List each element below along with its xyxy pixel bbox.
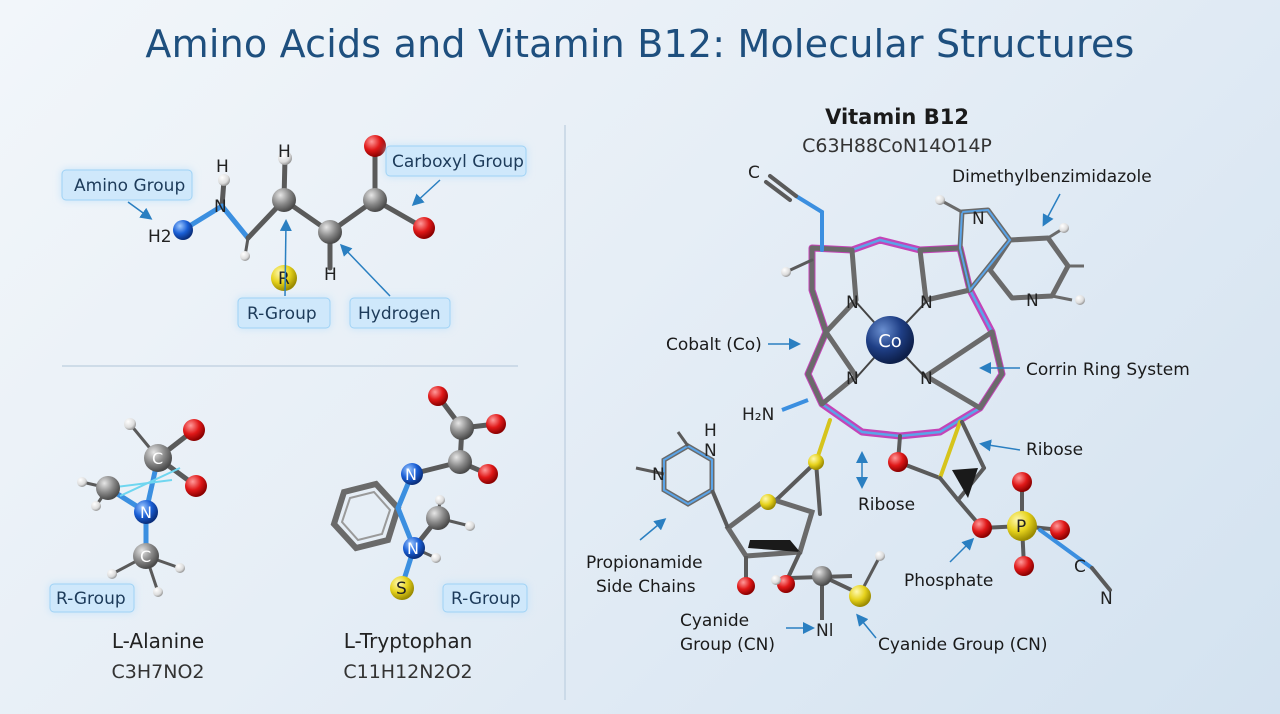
tryptophan-atom-n2: N	[407, 539, 419, 558]
alanine-name: L-Alanine	[112, 629, 204, 653]
b12-label-propionamide-2: Side Chains	[596, 577, 696, 597]
b12-atom-cn-c: C	[1074, 557, 1086, 577]
b12-atom-p: P	[1016, 517, 1026, 537]
b12-atom-h2n: H₂N	[742, 405, 774, 425]
b12-label-ribose-right: Ribose	[1026, 440, 1083, 460]
b12-atom-c-top: C	[748, 163, 760, 183]
b12-label-cobalt: Cobalt (Co)	[666, 335, 762, 355]
b12-label-dimethylbenzimidazole: Dimethylbenzimidazole	[952, 167, 1152, 187]
tryptophan-structure: N N S R-Group L-Tryptophan C11H12N2O2	[330, 386, 528, 683]
b12-atom-n2: N	[920, 293, 933, 313]
tryptophan-name: L-Tryptophan	[344, 629, 473, 653]
b12-label-cyanide-left-1: Cyanide	[680, 611, 749, 631]
alanine-atom-c1: C	[152, 449, 163, 468]
b12-atom-n1: N	[846, 293, 859, 313]
vitamin-b12-structure: Vitamin B12 C63H88CoN14O14P C	[586, 105, 1190, 655]
page-title: Amino Acids and Vitamin B12: Molecular S…	[145, 22, 1135, 66]
b12-label-cyanide-left-2: Group (CN)	[680, 635, 775, 655]
b12-atom-nh-n: N	[704, 441, 717, 461]
atom-h-bottom: H	[324, 265, 337, 285]
b12-atom-n-pyr2: N	[652, 465, 665, 485]
alanine-structure: C N C R-Group L-Alanine C3H7NO2	[49, 418, 207, 683]
tryptophan-r-group-label: R-Group	[451, 589, 521, 609]
b12-atom-nh-h: H	[704, 421, 717, 441]
b12-atom-cn-n: N	[1100, 589, 1113, 609]
b12-atom-n-pyr: N	[1026, 291, 1039, 311]
b12-formula: C63H88CoN14O14P	[802, 135, 992, 157]
atom-h-top: H	[216, 157, 229, 177]
alanine-formula: C3H7NO2	[112, 661, 205, 683]
b12-atom-n-ring: N	[972, 209, 985, 229]
b12-atom-ni: Nl	[816, 621, 833, 641]
amino-acid-structure: H2 N H H H R Amino Group Carboxyl Group …	[61, 135, 527, 329]
atom-r: R	[278, 269, 290, 289]
atom-h2: H2	[148, 227, 172, 247]
tryptophan-atom-s: S	[396, 579, 407, 599]
alanine-r-group-label: R-Group	[56, 589, 126, 609]
tryptophan-atom-n1: N	[405, 465, 417, 484]
label-amino-group: Amino Group	[74, 176, 185, 196]
b12-atom-n4: N	[920, 369, 933, 389]
atom-n: N	[214, 197, 227, 217]
alanine-atom-n: N	[140, 503, 152, 522]
b12-label-propionamide-1: Propionamide	[586, 553, 703, 573]
b12-label-phosphate: Phosphate	[904, 571, 993, 591]
atom-h-alpha: H	[278, 142, 291, 162]
b12-label-cyanide-right: Cyanide Group (CN)	[878, 635, 1048, 655]
b12-atom-co: Co	[878, 331, 902, 352]
label-carboxyl-group: Carboxyl Group	[392, 152, 524, 172]
b12-atom-n3: N	[846, 369, 859, 389]
label-hydrogen: Hydrogen	[358, 304, 441, 324]
b12-name: Vitamin B12	[825, 105, 969, 129]
b12-label-ribose-center: Ribose	[858, 495, 915, 515]
tryptophan-formula: C11H12N2O2	[343, 661, 472, 683]
b12-label-corrin-ring: Corrin Ring System	[1026, 360, 1190, 380]
alanine-atom-c2: C	[140, 547, 151, 566]
label-r-group: R-Group	[247, 304, 317, 324]
